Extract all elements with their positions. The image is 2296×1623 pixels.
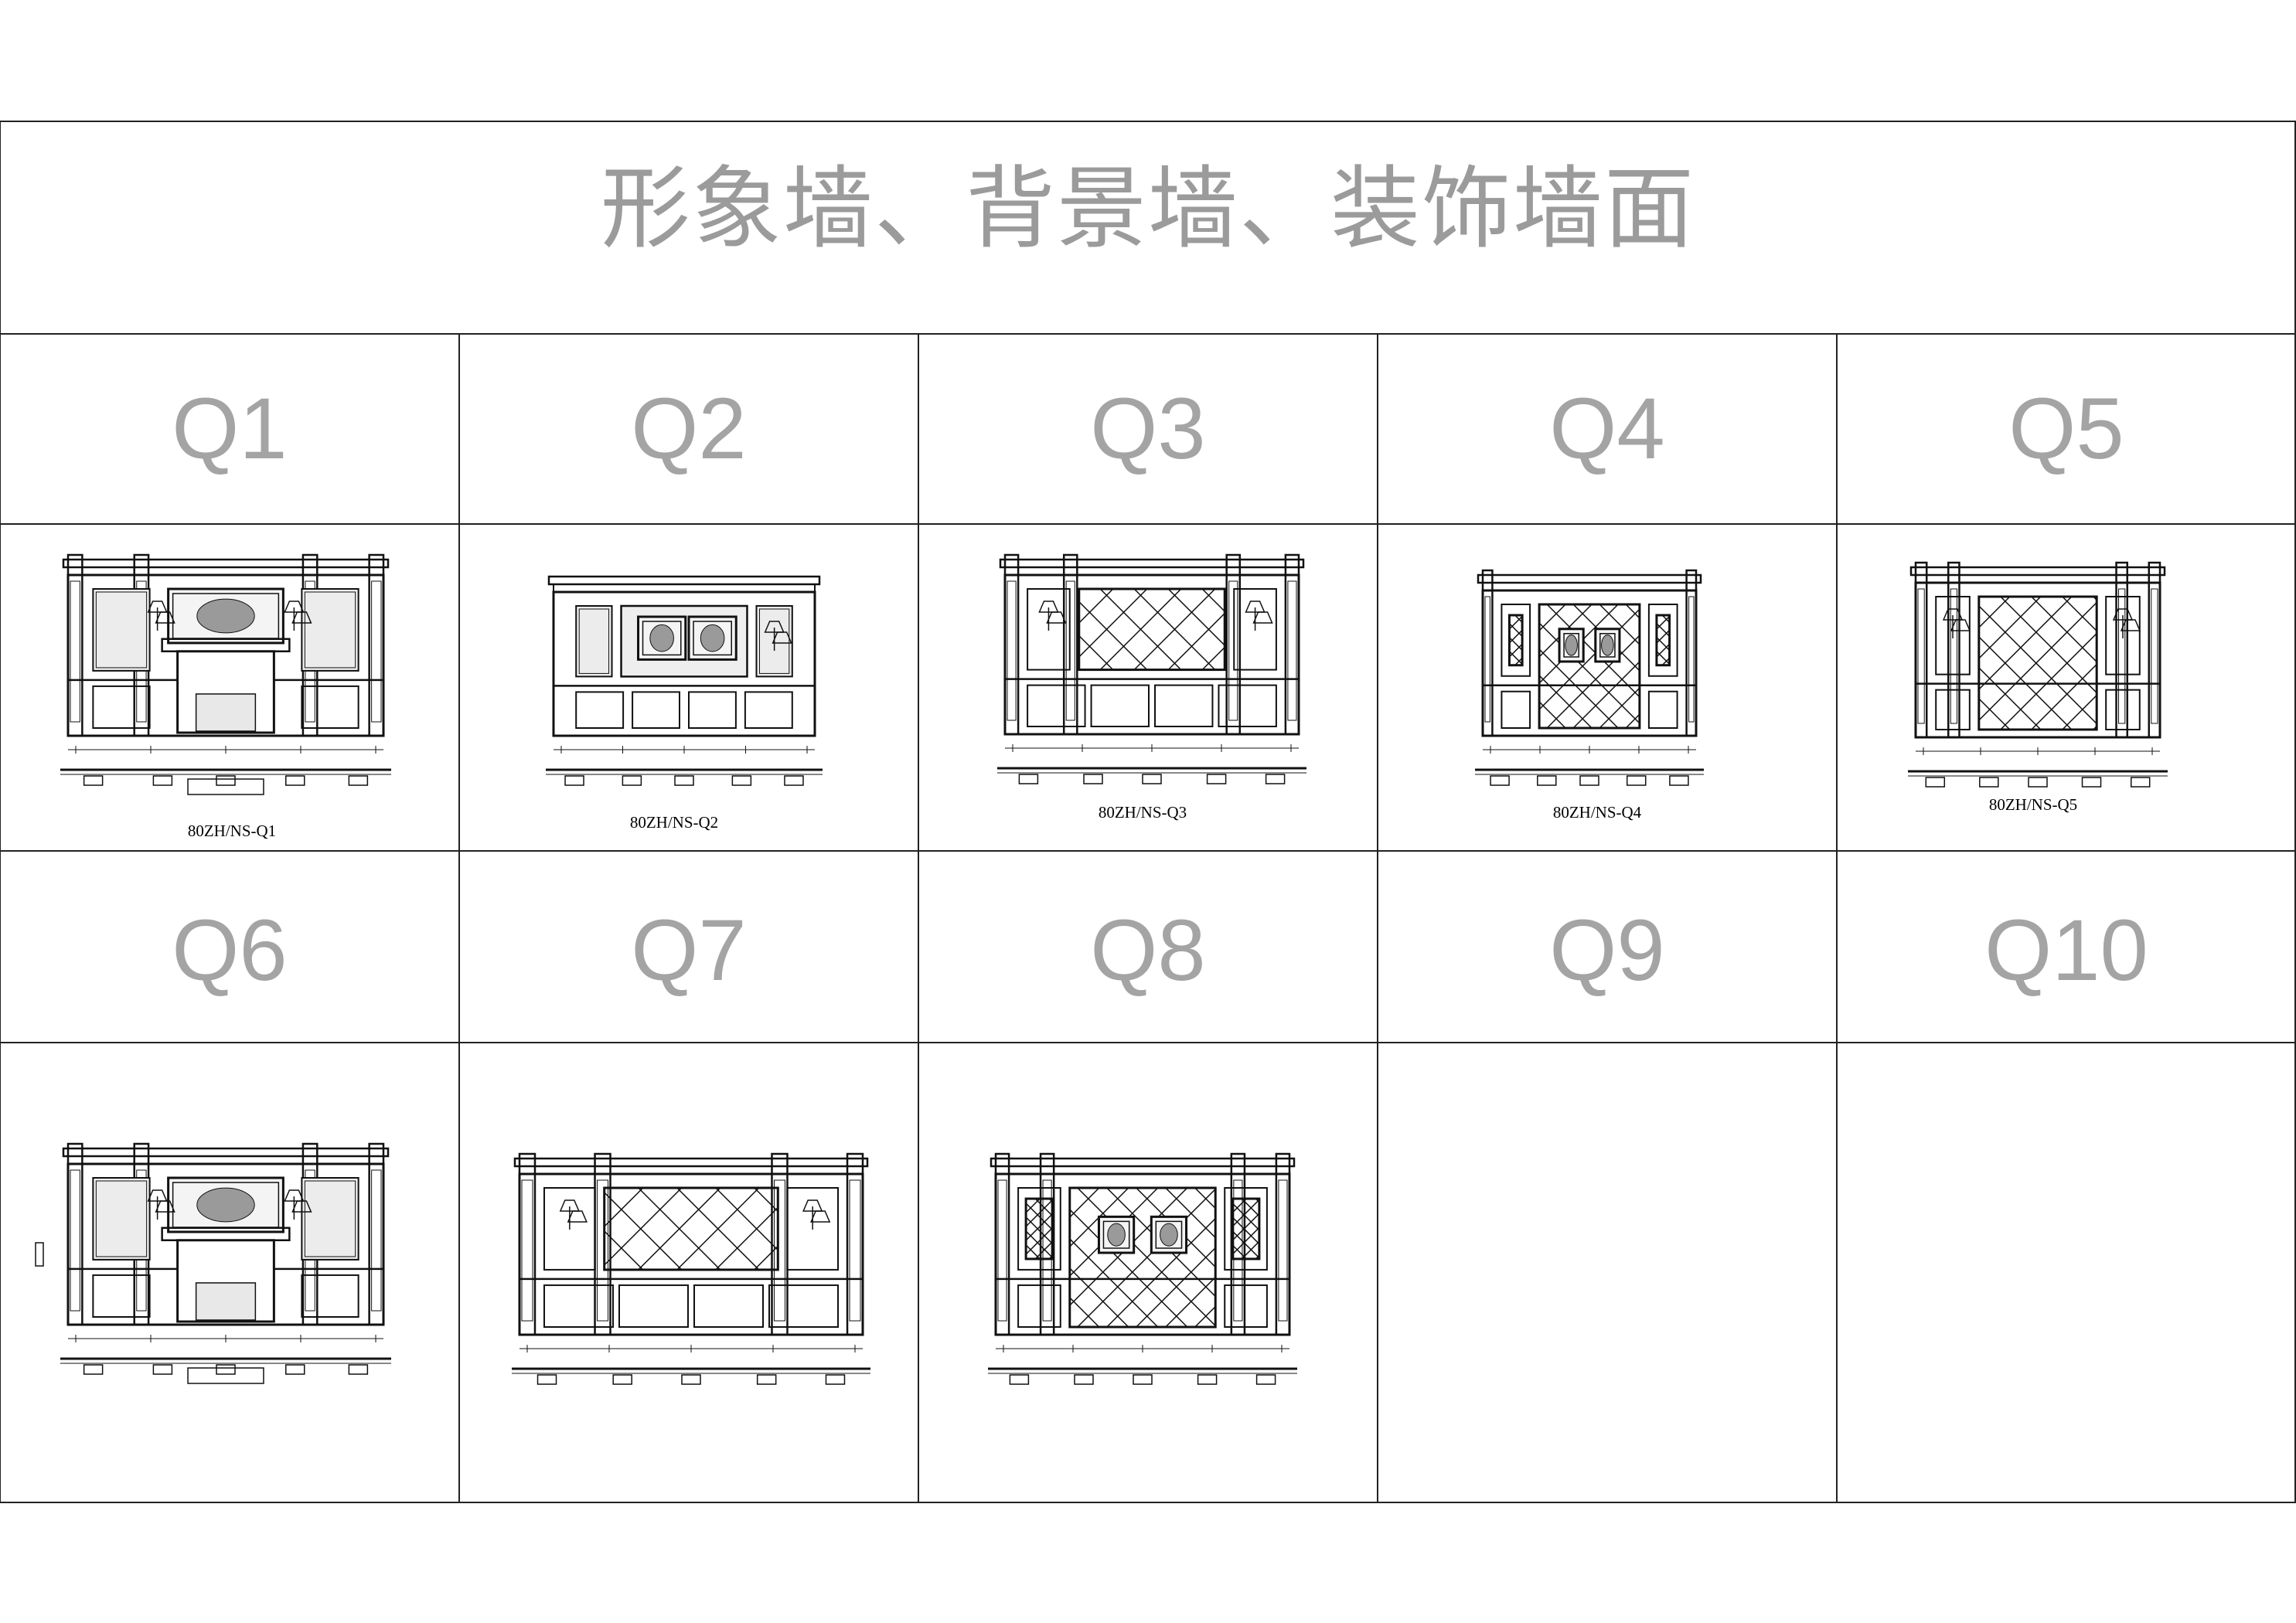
drawing-code-q3: 80ZH/NS-Q3 [1098,803,1187,822]
elevation-q1 [60,553,391,795]
elevation-q6 [60,1142,391,1384]
elevation-drawings [35,553,2168,1385]
label-q6: Q6 [172,902,288,999]
elevation-q2 [546,575,823,786]
drawing-code-q5: 80ZH/NS-Q5 [1988,795,2078,814]
elevation-q8 [988,1152,1297,1385]
label-q8: Q8 [1090,902,1206,999]
drawing-code-q2: 80ZH/NS-Q2 [629,813,719,832]
label-q10: Q10 [1984,902,2148,999]
label-q5: Q5 [2008,380,2124,477]
scale-marker [35,1242,44,1267]
drawing-code-q1: 80ZH/NS-Q1 [187,822,277,840]
label-q7: Q7 [631,902,747,999]
label-q2: Q2 [631,380,747,477]
elevation-q4 [1475,569,1704,786]
elevation-q3 [997,553,1306,784]
label-q9: Q9 [1549,902,1665,999]
label-q1: Q1 [172,380,288,477]
label-q4: Q4 [1549,380,1665,477]
drawing-code-q4: 80ZH/NS-Q4 [1552,803,1642,822]
elevation-q5 [1908,561,2168,788]
page-title: 形象墙、背景墙、装饰墙面 [601,158,1695,259]
label-q3: Q3 [1090,380,1206,477]
elevation-q7 [512,1152,870,1385]
table-grid [0,121,2296,1503]
